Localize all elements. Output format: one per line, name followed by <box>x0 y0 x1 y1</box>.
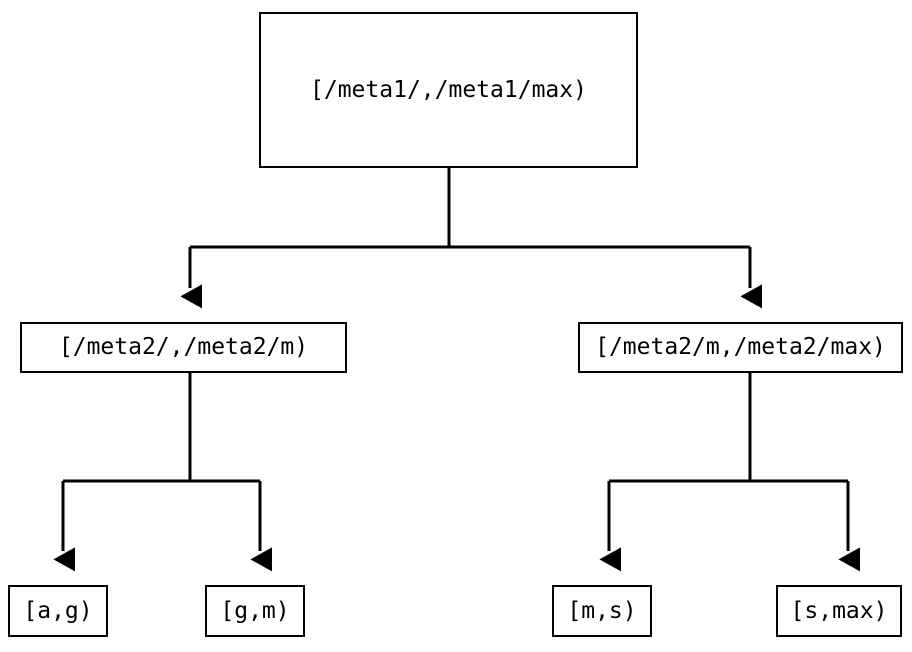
tree-node-mid-left-label: [/meta2/,/meta2/m) <box>58 334 309 360</box>
connector-midleft-to-leaves <box>53 373 272 572</box>
tree-node-leaf-1[interactable]: [a,g) <box>8 585 108 637</box>
tree-node-leaf-3[interactable]: [m,s) <box>552 585 652 637</box>
tree-node-leaf-2-label: [g,m) <box>220 597 290 624</box>
tree-node-mid-right-label: [/meta2/m,/meta2/max) <box>595 334 886 360</box>
tree-node-leaf-4[interactable]: [s,max) <box>776 585 902 637</box>
tree-node-leaf-1-label: [a,g) <box>23 597 93 624</box>
tree-node-root-label: [/meta1/,/meta1/max) <box>310 76 587 103</box>
connector-root-to-mid <box>180 168 762 309</box>
tree-node-leaf-4-label: [s,max) <box>790 597 888 624</box>
tree-node-mid-left[interactable]: [/meta2/,/meta2/m) <box>20 322 347 373</box>
tree-node-mid-right[interactable]: [/meta2/m,/meta2/max) <box>578 322 903 373</box>
tree-node-root[interactable]: [/meta1/,/meta1/max) <box>259 12 638 168</box>
tree-node-leaf-3-label: [m,s) <box>567 597 637 624</box>
connector-midright-to-leaves <box>599 373 860 572</box>
tree-node-leaf-2[interactable]: [g,m) <box>205 585 305 637</box>
